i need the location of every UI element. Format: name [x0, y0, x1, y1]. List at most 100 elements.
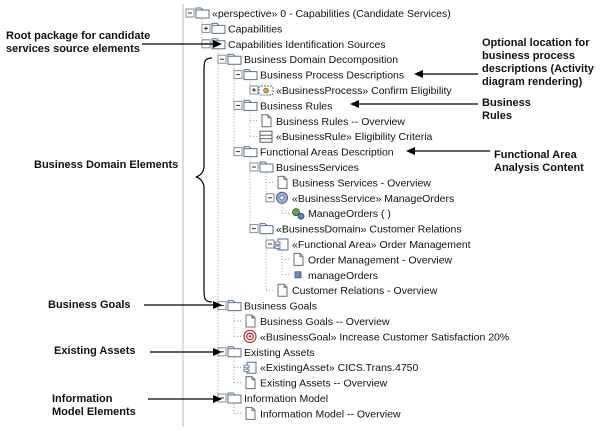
- tree-node[interactable]: Business Goals -- Overview: [245, 314, 390, 328]
- tree-node-label: manageOrders: [308, 270, 378, 282]
- document-icon: [261, 114, 272, 128]
- annotation-functional-area: Functional Area Analysis Content: [406, 147, 584, 174]
- tree-node-label: Customer Relations - Overview: [292, 285, 438, 297]
- collapse-toggle-icon[interactable]: [233, 70, 243, 80]
- tree-node[interactable]: «ExistingAsset» CICS.Trans.4750: [243, 361, 419, 374]
- folder-icon: [259, 161, 274, 173]
- tree-node[interactable]: Business Rules: [233, 99, 332, 112]
- folder-icon: [259, 223, 274, 235]
- tree-node[interactable]: Business Services - Overview: [277, 175, 431, 189]
- tree-node[interactable]: Existing Assets -- Overview: [245, 376, 388, 390]
- tree-node-label: Business Domain Decomposition: [244, 54, 398, 66]
- arrowhead: [213, 395, 222, 403]
- folder-icon: [227, 53, 242, 65]
- annotation-text-line: Optional location for: [482, 37, 590, 49]
- annotation-text-line: Root package for candidate: [6, 30, 150, 42]
- tree-node[interactable]: «BusinessGoal» Increase Customer Satisfa…: [243, 329, 509, 343]
- tree-node-label: Existing Assets -- Overview: [260, 378, 388, 390]
- annotation-text-line: Business Goals: [48, 299, 131, 311]
- tree-node[interactable]: Business Rules -- Overview: [261, 114, 405, 128]
- component-icon: [243, 361, 257, 374]
- business-rule-icon: [259, 130, 273, 143]
- collapse-toggle-icon[interactable]: [265, 193, 275, 203]
- tree-node[interactable]: «Functional Area» Order Management: [265, 238, 471, 251]
- tree-node[interactable]: Business Domain Decomposition: [217, 53, 398, 66]
- tree-node[interactable]: Information Model -- Overview: [245, 406, 401, 420]
- collapse-toggle-icon[interactable]: [233, 100, 243, 110]
- tree-node-label: Business Rules -- Overview: [276, 116, 405, 128]
- expand-toggle-icon[interactable]: [249, 85, 259, 95]
- tree-node-label: Capabilities: [228, 23, 282, 35]
- tree-node[interactable]: Capabilities: [201, 22, 282, 35]
- tree-node[interactable]: BusinessServices: [249, 161, 359, 174]
- folder-icon: [195, 7, 210, 19]
- tree-node[interactable]: «BusinessRule» Eligibility Criteria: [259, 130, 433, 143]
- folder-icon: [211, 22, 226, 34]
- tree-node-label: «BusinessGoal» Increase Customer Satisfa…: [260, 331, 509, 343]
- annotation-information-model: Information Model Elements: [52, 393, 222, 418]
- tree-node[interactable]: Customer Relations - Overview: [277, 283, 438, 297]
- tree-node[interactable]: Business Goals: [217, 300, 317, 313]
- tree-node-label: Existing Assets: [244, 347, 315, 359]
- folder-icon: [227, 392, 242, 404]
- collapse-toggle-icon[interactable]: [249, 162, 259, 172]
- document-icon: [245, 376, 256, 390]
- arrowhead: [213, 348, 222, 356]
- tree-node-label: Information Model: [244, 393, 328, 405]
- folder-icon: [227, 300, 242, 312]
- document-icon: [245, 314, 256, 328]
- collapse-toggle-icon[interactable]: [249, 224, 259, 234]
- business-service-icon: [276, 191, 288, 204]
- tree-node-label: «perspective» 0 - Capabilities (Candidat…: [212, 8, 451, 20]
- tree-node-label: Functional Areas Description: [260, 147, 394, 159]
- folder-icon: [227, 346, 242, 358]
- tree-node[interactable]: «BusinessProcess» Confirm Eligibility: [249, 85, 452, 97]
- annotation-text-line: Existing Assets: [54, 345, 136, 357]
- annotation-text-line: Functional Area: [494, 149, 578, 161]
- tree-node-label: Capabilities Identification Sources: [228, 39, 386, 51]
- tree-node[interactable]: Capabilities Identification Sources: [201, 38, 386, 51]
- annotation-root-package: Root package for candidate services sour…: [6, 30, 222, 55]
- tree-node-label: «Functional Area» Order Management: [292, 239, 471, 251]
- tree-node-label: Business Rules: [260, 100, 332, 112]
- annotation-text-line: services source elements: [6, 43, 140, 55]
- tree-node[interactable]: ManageOrders ( ): [292, 208, 391, 220]
- document-icon: [293, 252, 304, 266]
- tree-node[interactable]: «BusinessService» ManageOrders: [265, 191, 454, 205]
- tree-node[interactable]: manageOrders: [294, 270, 378, 282]
- tree-node-label: Order Management - Overview: [308, 254, 453, 266]
- tree-node[interactable]: «BusinessDomain» Customer Relations: [249, 223, 462, 236]
- collapse-toggle-icon[interactable]: [217, 54, 227, 64]
- tree-node[interactable]: Order Management - Overview: [293, 252, 453, 266]
- annotation-text-line: descriptions (Activity: [482, 63, 595, 75]
- folder-icon: [243, 69, 258, 81]
- arrowhead: [350, 100, 359, 108]
- tree-node[interactable]: Existing Assets: [217, 346, 315, 359]
- tree-node-label: «BusinessProcess» Confirm Eligibility: [276, 85, 452, 97]
- collapse-toggle-icon[interactable]: [233, 147, 243, 157]
- annotation-text-line: Rules: [482, 110, 512, 122]
- annotation-business-domain-elements: Business Domain Elements: [34, 57, 213, 303]
- arrowhead: [213, 40, 222, 48]
- tree-node[interactable]: Business Process Descriptions: [233, 69, 404, 82]
- collapse-toggle-icon[interactable]: [265, 239, 275, 249]
- tree-node[interactable]: Information Model: [217, 392, 328, 405]
- folder-icon: [243, 146, 258, 158]
- annotation-text-line: Analysis Content: [494, 162, 584, 174]
- tree-node-label: ManageOrders ( ): [308, 208, 391, 220]
- annotation-text-line: business process: [482, 50, 575, 62]
- tree-node[interactable]: «perspective» 0 - Capabilities (Candidat…: [185, 7, 451, 20]
- document-icon: [277, 283, 288, 297]
- expand-toggle-icon[interactable]: [201, 23, 211, 33]
- method-icon: [294, 271, 302, 279]
- tree-node[interactable]: Functional Areas Description: [233, 146, 394, 159]
- business-process-icon: [258, 85, 274, 96]
- annotation-text-line: Business: [482, 97, 531, 109]
- collapse-toggle-icon[interactable]: [185, 8, 195, 18]
- annotation-existing-assets: Existing Assets: [54, 345, 222, 357]
- functional-area-icon: [274, 238, 289, 251]
- document-icon: [245, 406, 256, 420]
- folder-icon: [243, 99, 258, 111]
- tree-node-label: «BusinessService» ManageOrders: [292, 193, 454, 205]
